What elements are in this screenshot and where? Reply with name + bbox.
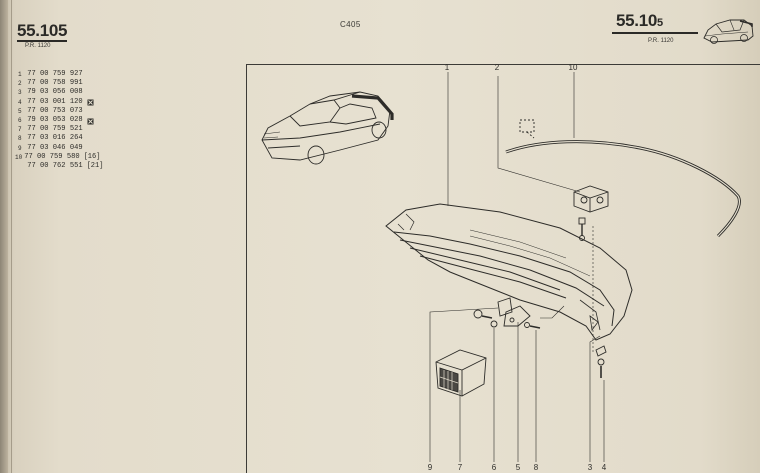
- page-header-right: 55.105 P.R. 1120: [612, 12, 698, 44]
- parts-list-row: 9 77 03 046 049: [18, 144, 103, 153]
- parts-list-row: 8 77 03 016 264: [18, 134, 103, 143]
- part-index: 7: [18, 126, 22, 134]
- rear-bumper: [385, 203, 633, 341]
- section-number-main: 55.10: [616, 11, 658, 30]
- callout-label: 5: [516, 463, 521, 472]
- header-rule-right: [612, 32, 698, 34]
- part-reference: 79 03 056 008: [23, 88, 83, 97]
- part-index: 2: [18, 80, 22, 88]
- car-illustration: [261, 91, 394, 165]
- callout-label: 3: [588, 463, 593, 472]
- section-number: 55.105: [616, 12, 696, 32]
- callout-label: 10: [569, 63, 578, 72]
- part-reference: 77 00 762 551: [23, 161, 83, 170]
- callout-label: 6: [492, 463, 497, 472]
- x-box-icon: [87, 118, 94, 125]
- part-reference: 77 00 759 927: [23, 70, 83, 78]
- part-reference: 77 00 759 580: [20, 152, 80, 161]
- page-number: 55.105: [17, 21, 68, 40]
- book-gutter: [0, 0, 8, 473]
- parts-list-row: 5 77 00 753 073: [18, 107, 103, 116]
- part-reference: 77 03 046 049: [23, 143, 83, 152]
- diagram-frame: [246, 64, 760, 473]
- part-index: 4: [18, 98, 22, 106]
- model-code: C405: [340, 20, 361, 29]
- parts-list-row: 1 77 00 759 927: [18, 70, 103, 79]
- callout-leaders: [429, 72, 605, 462]
- rear-spoiler-strip: [505, 140, 741, 238]
- parts-list-row: 2 77 00 758 991: [18, 79, 103, 88]
- page-header-left: 55.105 P.R. 1120: [17, 21, 68, 49]
- part-reference: 77 00 759 521: [23, 125, 83, 134]
- fog-lamp: [435, 349, 487, 397]
- parts-list-row: 4 77 03 001 120: [18, 98, 103, 107]
- part-bracket-note: [16]: [83, 152, 101, 161]
- part-index: 1: [18, 71, 22, 78]
- callout-label: 7: [458, 463, 463, 472]
- part-reference: 77 03 001 120: [23, 97, 83, 106]
- part-index: 10: [15, 153, 23, 161]
- x-box-icon: [87, 99, 94, 106]
- bottom-screws: [595, 345, 607, 378]
- parts-list-row: 77 00 762 551[21]: [18, 162, 103, 171]
- parts-list-row: 6 79 03 053 028: [18, 116, 103, 125]
- part-index: 9: [18, 144, 22, 152]
- header-rule: [17, 40, 67, 42]
- side-bracket-assembly: [473, 297, 541, 329]
- binding-line: [11, 0, 12, 473]
- pr-code-right: P.R. 1120: [648, 38, 674, 44]
- callout-label: 1: [445, 63, 450, 72]
- callout-label: 2: [495, 63, 500, 72]
- parts-list-row: 3 79 03 056 008: [18, 88, 103, 97]
- center-bracket: [519, 119, 609, 241]
- section-number-sub: 5: [657, 17, 663, 29]
- car-thumbnail-icon: [703, 19, 754, 44]
- part-index: 8: [18, 135, 22, 143]
- part-reference: 77 00 758 991: [23, 79, 83, 88]
- callout-label: 8: [534, 463, 539, 472]
- callout-label: 9: [428, 463, 433, 472]
- parts-list-row: 7 77 00 759 521: [18, 125, 103, 134]
- part-reference: 77 00 753 073: [23, 106, 83, 115]
- pr-code-left: P.R. 1120: [25, 43, 51, 49]
- part-reference: 79 03 053 028: [23, 115, 83, 124]
- part-index: 5: [18, 107, 22, 115]
- callout-labels-top: 1 2 10: [445, 63, 578, 72]
- part-reference: 77 03 016 264: [23, 134, 83, 143]
- callout-label: 4: [602, 463, 607, 472]
- parts-list-row: 10 77 00 759 580[16]: [15, 152, 103, 162]
- part-index: 3: [18, 89, 22, 97]
- part-bracket-note: [21]: [86, 161, 104, 170]
- part-index: 6: [18, 116, 22, 124]
